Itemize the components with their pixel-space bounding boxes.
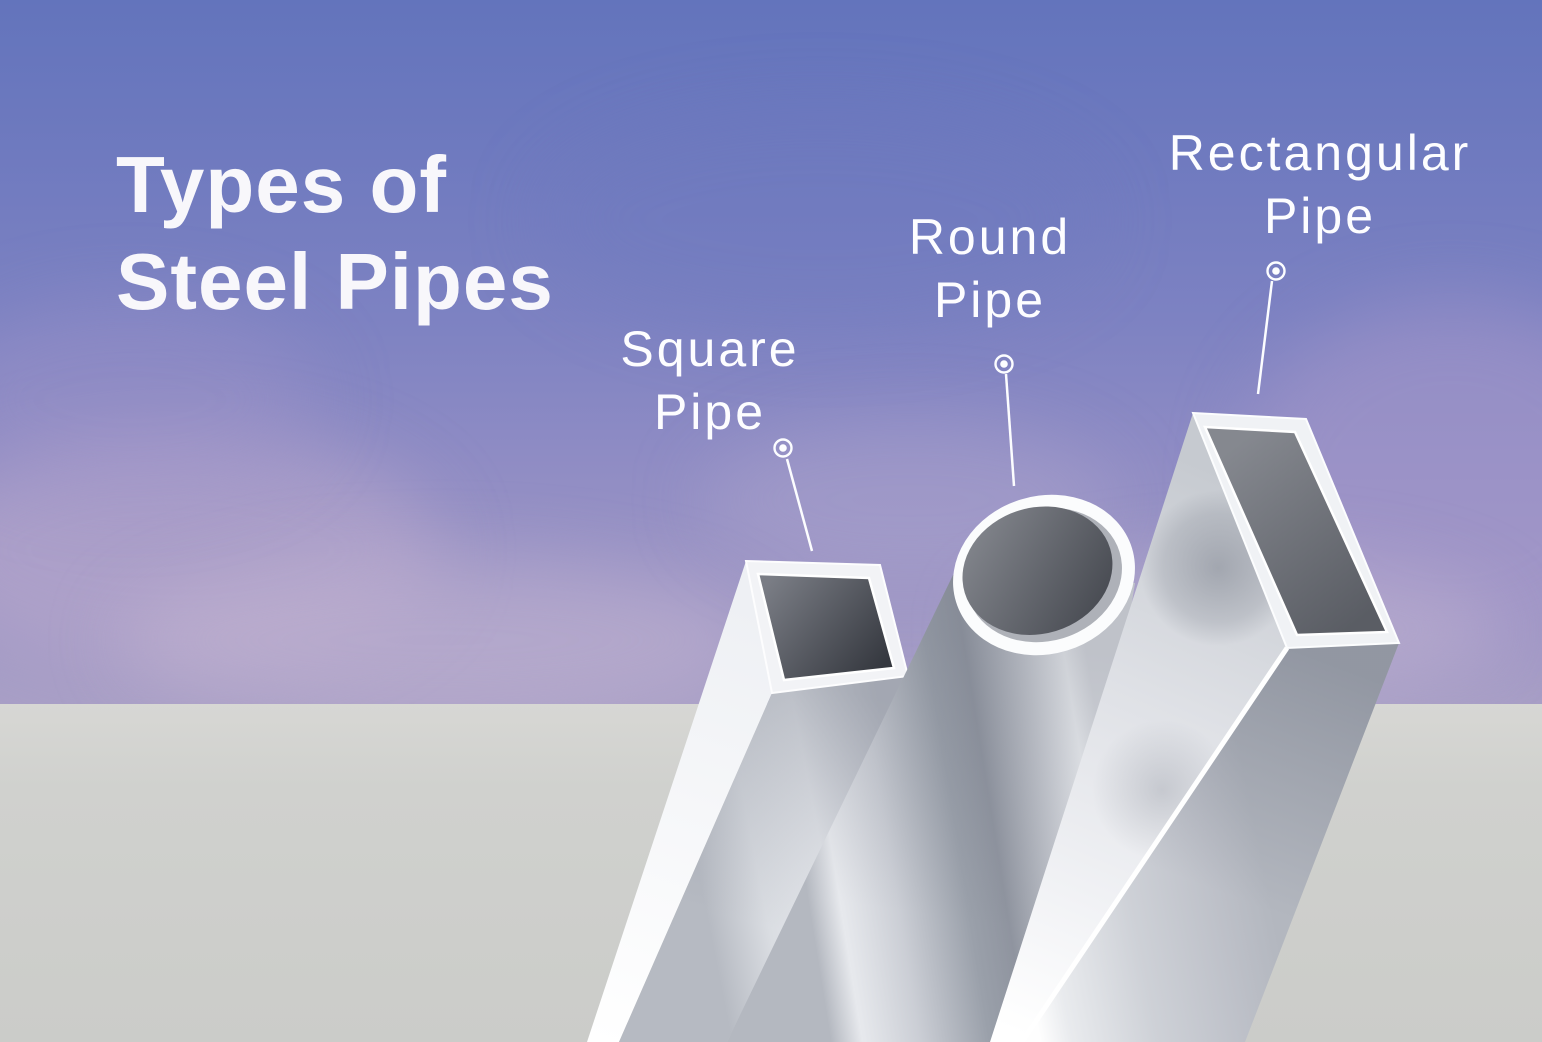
label-square-pipe-line-2: Pipe: [653, 384, 767, 440]
square-pipe-left-face: [587, 561, 772, 1042]
page-title: Types of Steel Pipes: [116, 136, 554, 330]
round-pipe-inner-opening: [962, 506, 1113, 635]
label-rectangular-pipe-line-1: Rectangular: [1168, 125, 1472, 181]
square-pipe-3d: [587, 559, 910, 1042]
leader-marker-dot: [1272, 267, 1280, 275]
leader-line: [1256, 280, 1274, 395]
label-round-pipe-line-2: Pipe: [933, 272, 1047, 328]
rectangular-pipe-inner-opening: [1203, 425, 1389, 637]
leader-marker-dot: [779, 444, 787, 452]
square-pipe-leader: [773, 438, 814, 552]
rectangular-pipe-front-face-shading: [1022, 643, 1399, 1042]
leader-line: [1004, 373, 1016, 487]
rectangular-pipe-corner-highlight: [1019, 646, 1290, 1042]
rectangular-pipe-3d: [990, 411, 1401, 1042]
cloud: [0, 300, 320, 500]
label-rectangular-pipe-line-2: Pipe: [1263, 188, 1377, 244]
round-pipe-opening: [953, 494, 1135, 656]
cloud: [540, 110, 1100, 330]
page-title-line-1: Types of: [116, 140, 448, 229]
leader-marker-dot: [1000, 360, 1008, 368]
square-pipe-front-face-shading: [619, 676, 908, 1042]
square-pipe-inner-opening: [756, 572, 896, 682]
label-round-pipe: Round Pipe: [780, 206, 1200, 332]
label-square-pipe: Square Pipe: [500, 318, 920, 444]
leader-line: [785, 458, 814, 552]
label-square-pipe-line-1: Square: [620, 321, 800, 377]
rectangular-pipe-leader: [1256, 261, 1286, 395]
label-round-pipe-line-1: Round: [908, 209, 1072, 265]
label-rectangular-pipe: Rectangular Pipe: [1110, 122, 1530, 248]
leader-marker-icon: [994, 354, 1014, 374]
leader-marker-icon: [1266, 261, 1286, 281]
cloud: [120, 560, 760, 720]
leader-marker-icon: [773, 438, 793, 458]
page-title-line-2: Steel Pipes: [116, 237, 554, 326]
cloud: [0, 430, 440, 670]
round-pipe-leader: [994, 354, 1016, 487]
